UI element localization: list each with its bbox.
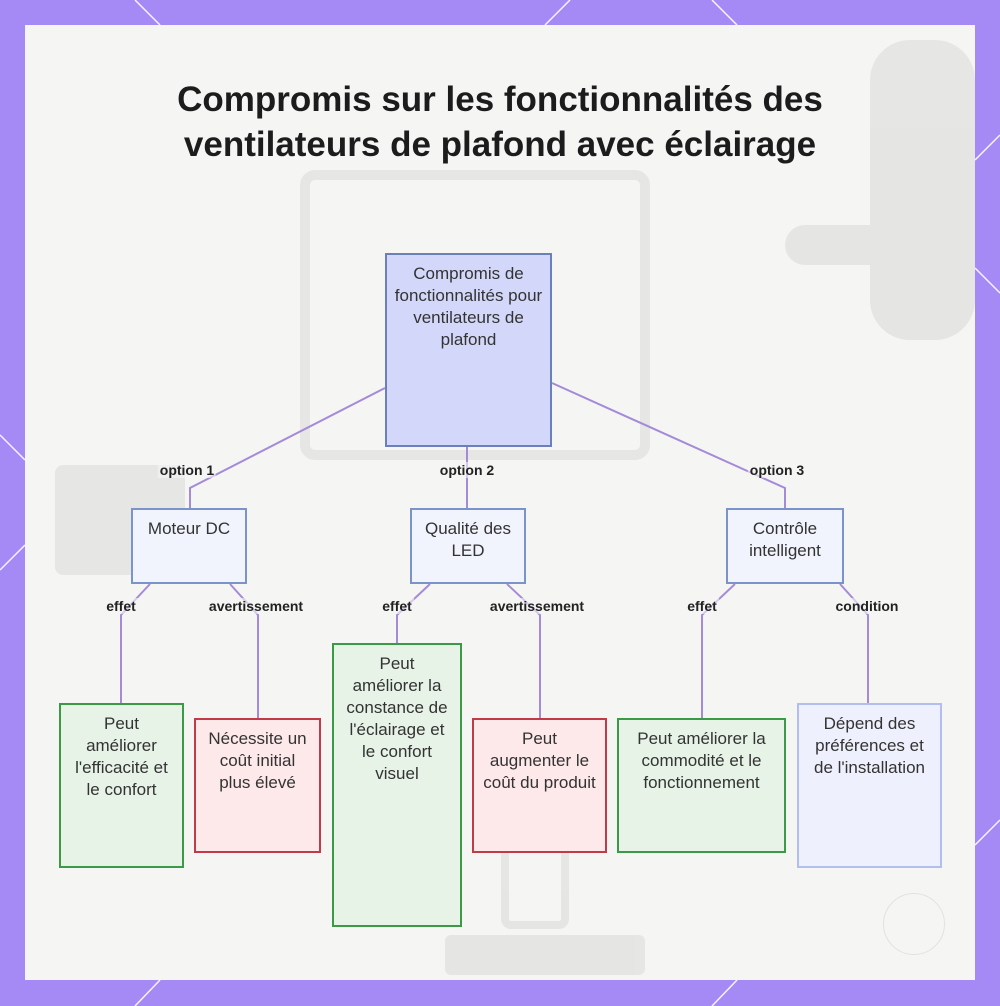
- option-node-qualite-led: Qualité des LED: [410, 508, 526, 584]
- watermark-logo: [883, 893, 945, 955]
- outcome-node-preferences: Dépend des préférences et de l'installat…: [797, 703, 942, 868]
- edge-label-option-3: option 3: [747, 462, 807, 478]
- edge-option-3-outcome-5: [701, 583, 736, 718]
- edge-label-outcome-4: avertissement: [487, 598, 587, 614]
- outcome-node-commodite: Peut améliorer la commodité et le foncti…: [617, 718, 786, 853]
- option-node-label: Moteur DC: [147, 519, 231, 538]
- option-node-moteur-dc: Moteur DC: [131, 508, 247, 584]
- edge-option-1-outcome-2: [229, 583, 259, 718]
- outcome-node-efficacite: Peut améliorer l'efficacité et le confor…: [59, 703, 184, 868]
- outcome-node-cout-initial: Nécessite un coût initial plus élevé: [194, 718, 321, 853]
- edge-label-outcome-2: avertissement: [206, 598, 306, 614]
- edge-option-1-outcome-1: [120, 583, 151, 703]
- edge-label-outcome-1: effet: [104, 598, 138, 614]
- edge-option-3-outcome-6: [839, 583, 869, 703]
- diagram-title: Compromis sur les fonctionnalités des ve…: [177, 80, 823, 164]
- edge-label-outcome-3: effet: [380, 598, 414, 614]
- outcome-node-label: Peut améliorer la commodité et le foncti…: [637, 729, 766, 792]
- root-node: Compromis de fonctionnalités pour ventil…: [385, 253, 552, 447]
- outcome-node-constance-eclairage: Peut améliorer la constance de l'éclaira…: [332, 643, 462, 927]
- option-node-label: Contrôle intelligent: [749, 519, 821, 560]
- outcome-node-label: Dépend des préférences et de l'installat…: [814, 714, 925, 777]
- root-node-label: Compromis de fonctionnalités pour ventil…: [394, 264, 543, 349]
- outcome-node-label: Peut améliorer la constance de l'éclaira…: [346, 654, 448, 783]
- edge-label-option-2: option 2: [437, 462, 497, 478]
- edge-option-2-outcome-3: [396, 583, 431, 643]
- edge-root-option-3: [551, 382, 786, 508]
- option-node-label: Qualité des LED: [425, 519, 511, 560]
- outcome-node-label: Peut augmenter le coût du produit: [483, 729, 596, 792]
- connector-lines: [120, 382, 869, 718]
- diagram-canvas: Compromis sur les fonctionnalités des ve…: [25, 25, 975, 980]
- edge-label-outcome-5: effet: [685, 598, 719, 614]
- edge-option-2-outcome-4: [506, 583, 541, 718]
- edge-label-outcome-6: condition: [833, 598, 901, 614]
- outcome-node-label: Nécessite un coût initial plus élevé: [208, 729, 307, 792]
- edge-label-option-1: option 1: [157, 462, 217, 478]
- outcome-node-cout-produit: Peut augmenter le coût du produit: [472, 718, 607, 853]
- outcome-node-label: Peut améliorer l'efficacité et le confor…: [75, 714, 168, 799]
- edge-root-option-1: [189, 387, 386, 508]
- option-node-controle-intelligent: Contrôle intelligent: [726, 508, 844, 584]
